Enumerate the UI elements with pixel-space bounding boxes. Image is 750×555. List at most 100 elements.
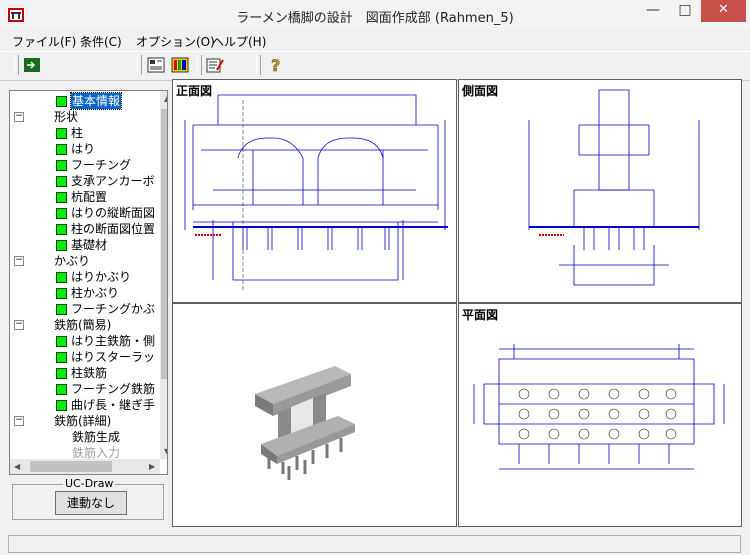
tree-item-label: はり: [71, 142, 96, 156]
tree-item[interactable]: − 鉄筋(詳細): [10, 413, 160, 429]
status-ok-icon: [56, 160, 67, 171]
scroll-left-icon[interactable]: ◀: [14, 462, 21, 471]
menu-conditions[interactable]: 条件(C): [80, 35, 122, 49]
tree-item[interactable]: 曲げ長・継ぎ手: [10, 397, 160, 413]
3d-view-pane[interactable]: [172, 303, 457, 527]
status-bar: [0, 532, 750, 555]
scroll-up-icon[interactable]: ▲: [164, 94, 167, 103]
ucdraw-group: UC-Draw 連動なし: [12, 477, 164, 520]
export-button[interactable]: [22, 56, 42, 74]
tree-item[interactable]: フーチング: [10, 157, 160, 173]
toolbar-grip[interactable]: [197, 55, 202, 75]
tree-item-label: 形状: [54, 110, 79, 124]
status-ok-icon: [56, 400, 67, 411]
plan-view-label: 平面図: [462, 308, 499, 322]
status-ok-icon: [56, 96, 67, 107]
side-view-pane[interactable]: 側面図: [458, 79, 742, 303]
status-ok-icon: [56, 288, 67, 299]
tree-item[interactable]: はり: [10, 141, 160, 157]
tree-item[interactable]: 基本情報: [10, 92, 160, 110]
help-button[interactable]: ?: [266, 56, 286, 76]
status-ok-icon: [56, 384, 67, 395]
tree-item-label: はり主鉄筋・側: [71, 334, 156, 348]
tree-item[interactable]: − 形状: [10, 109, 160, 125]
collapse-icon[interactable]: −: [14, 255, 24, 266]
tree-vertical-scrollbar[interactable]: ▲ ▼: [160, 91, 167, 459]
scroll-right-icon[interactable]: ▶: [149, 462, 156, 471]
status-ok-icon: [56, 304, 67, 315]
status-ok-icon: [56, 192, 67, 203]
layout-button[interactable]: [146, 56, 166, 74]
tree-item-label: 曲げ長・継ぎ手: [71, 398, 156, 412]
maximize-icon: □: [678, 2, 692, 18]
tree-item[interactable]: 支承アンカーボ: [10, 173, 160, 189]
status-ok-icon: [56, 368, 67, 379]
tree-item[interactable]: フーチング鉄筋: [10, 381, 160, 397]
plan-view-pane[interactable]: 平面図: [458, 303, 742, 527]
toolbar-grip[interactable]: [256, 55, 261, 75]
plan-view-drawing: [473, 344, 725, 470]
menu-help[interactable]: ヘルプ(H): [212, 35, 267, 49]
tree-item[interactable]: 柱の断面図位置: [10, 221, 160, 237]
condition-tree[interactable]: 基本情報 − 形状柱はりフーチング支承アンカーボ杭配置はりの縦断面図柱の断面図位置基…: [9, 90, 168, 475]
tree-item[interactable]: はりスターラッ: [10, 349, 160, 365]
menu-file[interactable]: ファイル(F): [12, 35, 77, 49]
tree-item[interactable]: はりかぶり: [10, 269, 160, 285]
collapse-icon[interactable]: −: [14, 415, 24, 426]
status-ok-icon: [56, 144, 67, 155]
close-icon: ✕: [718, 2, 729, 17]
window-title: ラーメン橋脚の設計 図面作成部 (Rahmen_5): [236, 11, 514, 26]
tree-item[interactable]: −鉄筋(簡易): [10, 317, 160, 333]
tree-item[interactable]: 杭配置: [10, 189, 160, 205]
status-ok-icon: [56, 272, 67, 283]
tree-item-label: フーチング鉄筋: [71, 382, 156, 396]
tree-item[interactable]: 基礎材: [10, 237, 160, 253]
table-button[interactable]: [170, 56, 190, 74]
minimize-button[interactable]: —: [638, 0, 668, 22]
tree-item-label: 基本情報: [69, 92, 123, 110]
status-ok-icon: [56, 240, 67, 251]
collapse-icon[interactable]: −: [14, 319, 24, 330]
link-off-button[interactable]: 連動なし: [55, 491, 127, 515]
tree-item-label: 鉄筋生成: [72, 430, 121, 444]
tree-item-label: フーチング: [71, 158, 132, 172]
status-field: [8, 535, 741, 553]
status-ok-icon: [56, 352, 67, 363]
table-icon: [171, 57, 189, 73]
toolbar-grip[interactable]: [14, 55, 19, 75]
tree-item[interactable]: フーチングかぶ: [10, 301, 160, 317]
status-ok-icon: [56, 176, 67, 187]
tree-item[interactable]: はり主鉄筋・側: [10, 333, 160, 349]
menu-options[interactable]: オプション(O): [136, 35, 215, 49]
front-view-pane[interactable]: 正面図: [172, 79, 457, 303]
ucdraw-label: UC-Draw: [63, 477, 116, 490]
tree-item-label: 鉄筋(詳細): [54, 414, 112, 428]
tree-item-label: 杭配置: [71, 190, 108, 204]
tree-item[interactable]: −かぶり: [10, 253, 160, 269]
menu-bar: ファイル(F) 条件(C) オプション(O) ヘルプ(H): [0, 30, 750, 50]
toolbar: ?: [0, 51, 750, 81]
tree-item[interactable]: 柱かぶり: [10, 285, 160, 301]
close-button[interactable]: ✕: [701, 0, 746, 22]
tree-item[interactable]: 柱: [10, 125, 160, 141]
tree-item-label: はりスターラッ: [71, 350, 156, 364]
tree-hscroll-thumb[interactable]: [30, 461, 112, 472]
collapse-icon[interactable]: −: [14, 111, 24, 122]
side-view-drawing: [528, 89, 700, 286]
side-view-label: 側面図: [462, 84, 499, 98]
status-ok-icon: [56, 208, 67, 219]
tree-item[interactable]: はりの縦断面図: [10, 205, 160, 221]
minimize-icon: —: [646, 2, 660, 18]
tree-horizontal-scrollbar[interactable]: ◀ ▶: [10, 459, 160, 474]
edit-settings-button[interactable]: [205, 56, 225, 74]
status-ok-icon: [56, 128, 67, 139]
tree-item-label: 柱かぶり: [71, 286, 120, 300]
tree-item-label: 柱: [71, 126, 84, 140]
maximize-button[interactable]: □: [670, 0, 700, 22]
tree-item[interactable]: 鉄筋入力: [10, 445, 160, 461]
toolbar-grip[interactable]: [137, 55, 142, 75]
tree-item[interactable]: 鉄筋生成: [10, 429, 160, 445]
tree-item[interactable]: 柱鉄筋: [10, 365, 160, 381]
tree-scroll-thumb[interactable]: [161, 109, 167, 379]
scroll-down-icon[interactable]: ▼: [164, 447, 167, 456]
